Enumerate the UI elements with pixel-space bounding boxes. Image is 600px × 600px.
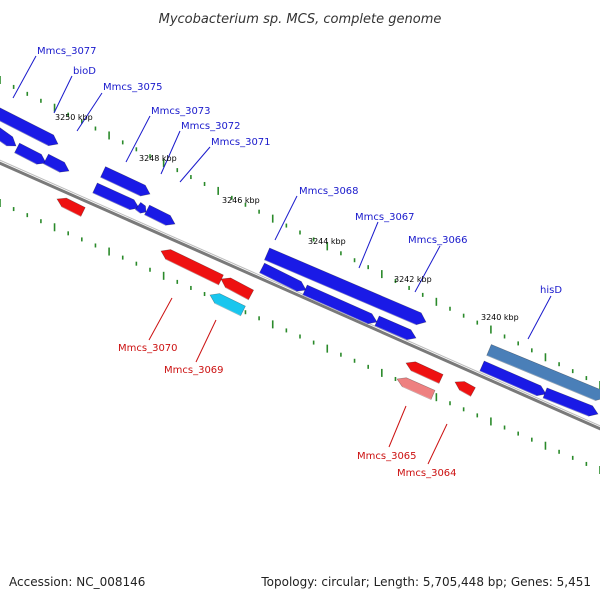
gene-mmcs-3077: [0, 107, 59, 147]
kbp-marker-3244: 3244 kbp: [308, 237, 346, 246]
gene-mmcs-3068: [264, 247, 427, 326]
gene-hisd-2: [479, 360, 547, 397]
leader-mmcs-3065: [388, 405, 407, 448]
kbp-marker-3246: 3246 kbp: [222, 196, 260, 205]
leader-mmcs-3070: [148, 297, 173, 341]
accession-text: Accession: NC_008146: [9, 575, 145, 589]
gene-label-mmcs-3065[interactable]: Mmcs_3065: [357, 451, 417, 462]
gene-mmcs-3064-shine: [459, 389, 471, 397]
gene-mmcs-3071-shine: [144, 214, 166, 226]
gene-mmcs-3069b-shine: [225, 287, 249, 301]
gene-label-mmcs-3071[interactable]: Mmcs_3071: [211, 137, 271, 148]
gene-mmcs-3065: [396, 377, 436, 400]
map-title: Mycobacterium sp. MCS, complete genome: [159, 12, 442, 27]
gene-mmcs-3070-shine: [165, 258, 219, 286]
tick-marks: [0, 76, 600, 474]
leader-mmcs-3075: [76, 92, 103, 132]
gene-label-hisd[interactable]: hisD: [540, 285, 562, 296]
gene-label-mmcs-3068[interactable]: Mmcs_3068: [299, 186, 359, 197]
backbone-line: [0, 161, 600, 431]
gene-mmcs-3067: [302, 284, 378, 325]
kbp-marker-3248: 3248 kbp: [139, 154, 177, 163]
gene-rev-a: [56, 197, 86, 217]
gene-mmcs-3065-shine: [402, 386, 432, 401]
gene-hisd-2-shine: [479, 370, 537, 397]
gene-mmcs-3065b-shine: [410, 370, 440, 385]
leader-mmcs-3072: [160, 130, 181, 175]
kbp-marker-3240: 3240 kbp: [481, 313, 519, 322]
leader-hisd: [527, 295, 552, 340]
genome-backbone: [0, 159, 600, 431]
gene-mmcs-3075b: [43, 153, 70, 173]
gene-mmcs-3072: [92, 182, 140, 211]
gene-mmcs-3069: [209, 293, 246, 317]
genome-summary-text: Topology: circular; Length: 5,705,448 bp…: [260, 575, 591, 589]
leader-mmcs-3067: [358, 221, 379, 269]
gene-mmcs-3069b: [220, 277, 255, 301]
leader-mmcs-3077: [12, 55, 37, 99]
gene-biod-shine: [0, 140, 7, 147]
gene-mmcs-3075a-shine: [14, 152, 37, 165]
gene-mmcs-3071: [144, 204, 176, 226]
gene-mmcs-3075b-shine: [43, 163, 60, 173]
gene-mmcs-3071a-shine: [134, 209, 141, 214]
gene-label-biod[interactable]: bioD: [73, 66, 96, 77]
gene-label-mmcs-3073[interactable]: Mmcs_3073: [151, 106, 211, 117]
gene-next: [542, 387, 599, 417]
gene-mmcs-3066: [374, 315, 417, 341]
gene-mmcs-3068-shine: [264, 259, 417, 326]
gene-mmcs-3072-shine: [92, 192, 130, 211]
kbp-marker-3250: 3250 kbp: [55, 113, 93, 122]
leader-mmcs-3073: [125, 115, 151, 163]
kbp-marker-3242: 3242 kbp: [394, 275, 432, 284]
gene-mmcs-3071a: [134, 201, 147, 214]
gene-mmcs-3066-shine: [374, 325, 407, 341]
gene-label-mmcs-3067[interactable]: Mmcs_3067: [355, 212, 415, 223]
gene-hisd-shine: [486, 354, 596, 402]
gene-mmcs-3067a-shine: [259, 272, 297, 292]
gene-biod: [0, 127, 17, 147]
gene-mmcs-3064: [454, 381, 476, 397]
gene-label-mmcs-3069[interactable]: Mmcs_3069: [164, 365, 224, 376]
gene-features: [0, 107, 600, 417]
gene-label-mmcs-3072[interactable]: Mmcs_3072: [181, 121, 241, 132]
gene-label-mmcs-3064[interactable]: Mmcs_3064: [397, 468, 457, 479]
leader-mmcs-3071: [179, 146, 211, 183]
gene-mmcs-3077-shine: [0, 120, 49, 147]
gene-label-mmcs-3070[interactable]: Mmcs_3070: [118, 343, 178, 354]
gene-mmcs-3065b: [405, 361, 444, 384]
leader-mmcs-3066: [414, 245, 441, 293]
gene-mmcs-3073-shine: [100, 176, 141, 197]
gene-hisd: [486, 344, 600, 401]
gene-label-mmcs-3077[interactable]: Mmcs_3077: [37, 46, 97, 57]
gene-next-shine: [542, 397, 589, 417]
gene-label-mmcs-3066[interactable]: Mmcs_3066: [408, 235, 468, 246]
leader-mmcs-3064: [427, 423, 448, 465]
gene-rev-a-shine: [61, 206, 82, 218]
leader-mmcs-3068: [274, 195, 298, 241]
leader-biod: [53, 75, 73, 114]
gene-mmcs-3075a: [14, 142, 47, 165]
gene-mmcs-3067a: [259, 262, 307, 292]
gene-mmcs-3073: [100, 166, 151, 197]
gene-label-mmcs-3075[interactable]: Mmcs_3075: [103, 82, 163, 93]
gene-mmcs-3067-shine: [302, 294, 368, 325]
leader-mmcs-3069: [195, 319, 217, 363]
label-leaders: [12, 55, 552, 465]
gene-mmcs-3070: [160, 249, 224, 286]
backbone-highlight: [0, 159, 600, 427]
gene-mmcs-3069-shine: [214, 302, 241, 317]
